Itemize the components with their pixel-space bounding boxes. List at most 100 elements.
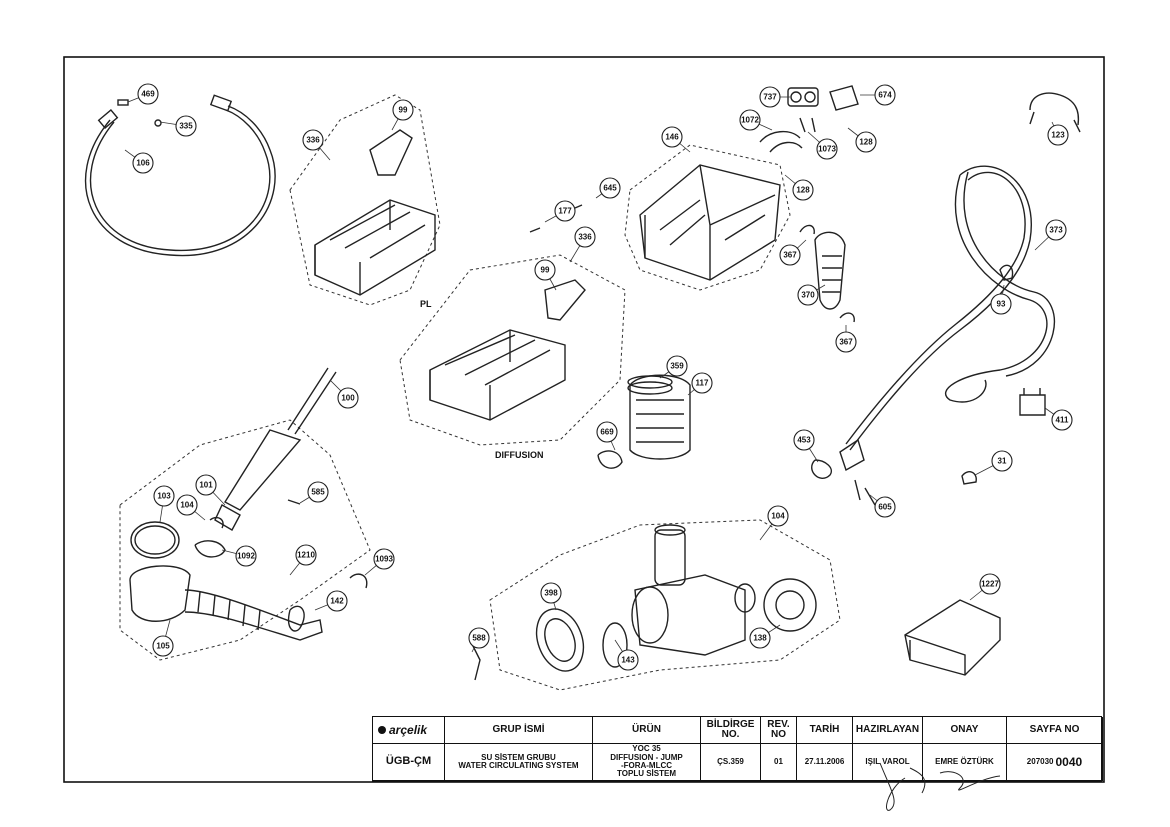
callout-585-27: 585 xyxy=(299,481,329,504)
callout-146-6: 146 xyxy=(661,126,691,153)
callout-588-46: 588 xyxy=(468,627,490,653)
approved-header: ONAY xyxy=(923,717,1007,744)
callout-circle xyxy=(373,548,395,570)
callout-104-45: 104 xyxy=(759,505,789,541)
callout-373-14: 373 xyxy=(1034,219,1067,251)
callout-circle xyxy=(617,649,639,671)
signature-scribble xyxy=(879,762,1001,811)
page-number: 0040 xyxy=(1055,754,1083,769)
callout-number: 177 xyxy=(558,207,572,216)
callout-number: 674 xyxy=(878,91,892,100)
drawing-frame xyxy=(63,56,1105,783)
callout-circle xyxy=(779,244,801,266)
callout-number: 31 xyxy=(998,457,1007,466)
callout-674-8: 674 xyxy=(860,84,896,106)
callout-138-44: 138 xyxy=(749,624,781,649)
date-value: 27.11.2006 xyxy=(797,744,853,781)
caption-text: PL xyxy=(420,299,432,309)
callout-335-1: 335 xyxy=(159,115,197,137)
callout-number: 100 xyxy=(341,394,355,403)
callout-103-28: 103 xyxy=(153,485,175,523)
callout-105-32: 105 xyxy=(152,619,174,657)
callout-circle xyxy=(176,494,198,516)
callout-number: 737 xyxy=(763,93,777,102)
callout-645-16: 645 xyxy=(595,177,621,199)
bracket-123-drawing xyxy=(1029,92,1081,133)
callout-number: 367 xyxy=(783,251,797,260)
drawing-caption-diffusion: DIFFUSION xyxy=(495,450,544,460)
callout-469-0: 469 xyxy=(127,83,159,105)
caption-text: DIFFUSION xyxy=(495,450,544,460)
callout-370-20: 370 xyxy=(797,284,826,306)
callout-1093-31: 1093 xyxy=(364,548,395,576)
callout-177-15: 177 xyxy=(544,200,576,223)
callout-circle xyxy=(759,86,781,108)
callout-31-39: 31 xyxy=(974,450,1013,476)
product-line-3: -FORA-MLCC xyxy=(620,761,673,770)
callout-circle xyxy=(990,293,1012,315)
callout-number: 104 xyxy=(771,512,785,521)
callout-142-33: 142 xyxy=(314,590,348,612)
callout-circle xyxy=(767,505,789,527)
callout-number: 335 xyxy=(179,122,193,131)
callout-circle xyxy=(793,429,815,451)
callout-number: 453 xyxy=(797,436,811,445)
callout-number: 1210 xyxy=(297,551,315,560)
callout-number: 138 xyxy=(753,634,767,643)
callout-circle xyxy=(195,474,217,496)
product-header: ÜRÜN xyxy=(593,717,701,744)
inlet-hose-drawing xyxy=(84,94,276,257)
callout-number: 469 xyxy=(141,90,155,99)
callout-circle xyxy=(235,545,257,567)
callout-circle xyxy=(691,372,713,394)
clamps-and-small-parts-drawing xyxy=(799,224,1046,506)
product-value: YOC 35 DIFFUSION - JUMP -FORA-MLCC TOPLU… xyxy=(593,744,701,781)
callout-circle xyxy=(540,582,562,604)
callout-number: 370 xyxy=(801,291,815,300)
callout-99-18: 99 xyxy=(534,259,557,291)
callout-circle xyxy=(855,131,877,153)
callout-circle xyxy=(749,627,771,649)
product-line-1: YOC 35 xyxy=(632,744,661,754)
callout-circle xyxy=(153,485,175,507)
callout-411-23: 411 xyxy=(1044,407,1073,431)
callout-number: 105 xyxy=(156,642,170,651)
callout-number: 106 xyxy=(136,159,150,168)
product-line-4: TOPLU SİSTEM xyxy=(617,769,676,779)
dispenser-pipe-drawing xyxy=(119,367,371,661)
callout-number: 373 xyxy=(1049,226,1063,235)
page-prefix: 207030 xyxy=(1026,756,1054,766)
callout-number: 359 xyxy=(670,362,684,371)
callout-453-38: 453 xyxy=(793,429,819,463)
group-line-2: WATER CIRCULATING SYSTEM xyxy=(458,761,579,770)
rev-header: REV. NO xyxy=(761,717,797,744)
approved-value: EMRE ÖZTÜRK xyxy=(923,744,1007,781)
pump-assembly-drawing xyxy=(469,519,841,691)
callout-circle xyxy=(326,590,348,612)
callout-circle xyxy=(835,331,857,353)
callout-1227-41: 1227 xyxy=(969,573,1001,601)
callout-1072-9: 1072 xyxy=(739,109,773,131)
callout-number: 123 xyxy=(1051,131,1065,140)
callout-1210-30: 1210 xyxy=(289,544,317,576)
callout-number: 128 xyxy=(796,186,810,195)
callout-circle xyxy=(468,627,490,649)
date-header: TARİH xyxy=(797,717,853,744)
callout-circle xyxy=(302,129,324,151)
callout-1092-29: 1092 xyxy=(221,545,257,567)
callout-669-36: 669 xyxy=(596,421,618,451)
callout-117-35: 117 xyxy=(687,372,713,396)
drawer-housing-drawing xyxy=(624,144,791,291)
bildirge-value: ÇS.359 xyxy=(701,744,761,781)
callout-circle xyxy=(1045,219,1067,241)
callout-circle xyxy=(874,496,896,518)
callout-circle xyxy=(152,635,174,657)
callout-number: 1092 xyxy=(237,552,255,561)
callout-number: 101 xyxy=(199,481,213,490)
drain-hose-373-drawing xyxy=(839,165,1056,472)
callout-number: 99 xyxy=(541,266,550,275)
callout-number: 645 xyxy=(603,184,617,193)
product-line-2: DIFFUSION - JUMP xyxy=(610,752,683,762)
